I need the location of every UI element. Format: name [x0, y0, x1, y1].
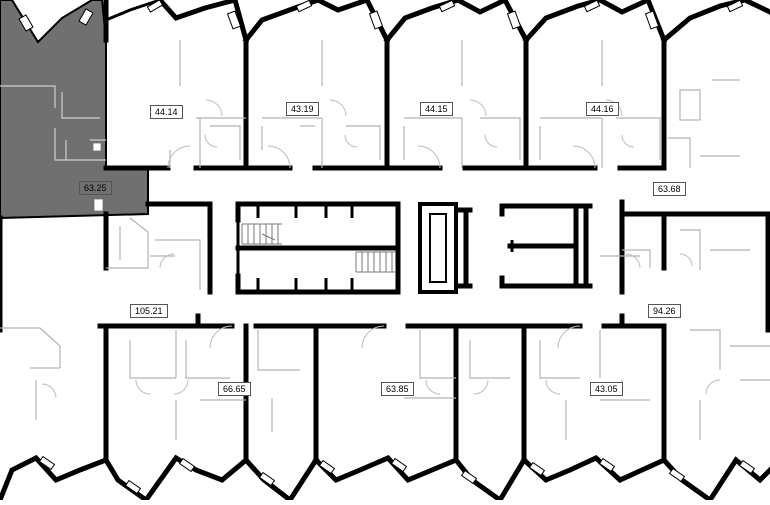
area-label-apt-bottom-3[interactable]: 43.05 — [590, 382, 623, 396]
area-label-apt-top-4[interactable]: 44.16 — [586, 102, 619, 116]
area-label-apt-right-top[interactable]: 63.68 — [653, 182, 686, 196]
selected-apartment-partitions — [0, 85, 106, 211]
lower-apartment-partitions — [0, 327, 770, 440]
area-label-apt-right-mid[interactable]: 94.26 — [648, 304, 681, 318]
top-door-arcs — [167, 99, 635, 169]
right-mid-apartment — [600, 211, 770, 333]
bottom-facade — [0, 454, 770, 504]
area-label-selected[interactable]: 63.25 — [79, 181, 112, 195]
left-mid-apartment — [0, 211, 201, 333]
central-core — [235, 201, 625, 295]
top-facade — [18, 0, 770, 171]
area-label-apt-top-2[interactable]: 43.19 — [286, 102, 319, 116]
lower-door-arcs — [41, 325, 721, 399]
selected-apartment-shape[interactable] — [0, 0, 149, 220]
area-label-apt-bottom-1[interactable]: 66.65 — [218, 382, 251, 396]
area-label-apt-top-3[interactable]: 44.15 — [420, 102, 453, 116]
area-label-apt-bottom-2[interactable]: 63.85 — [381, 382, 414, 396]
lower-corridor-wall — [97, 313, 667, 349]
top-apartment-partitions — [169, 40, 740, 168]
area-label-apt-top-1[interactable]: 44.14 — [150, 105, 183, 119]
upper-corridor-wall — [103, 165, 770, 295]
area-label-apt-left-mid[interactable]: 105.21 — [130, 304, 168, 318]
